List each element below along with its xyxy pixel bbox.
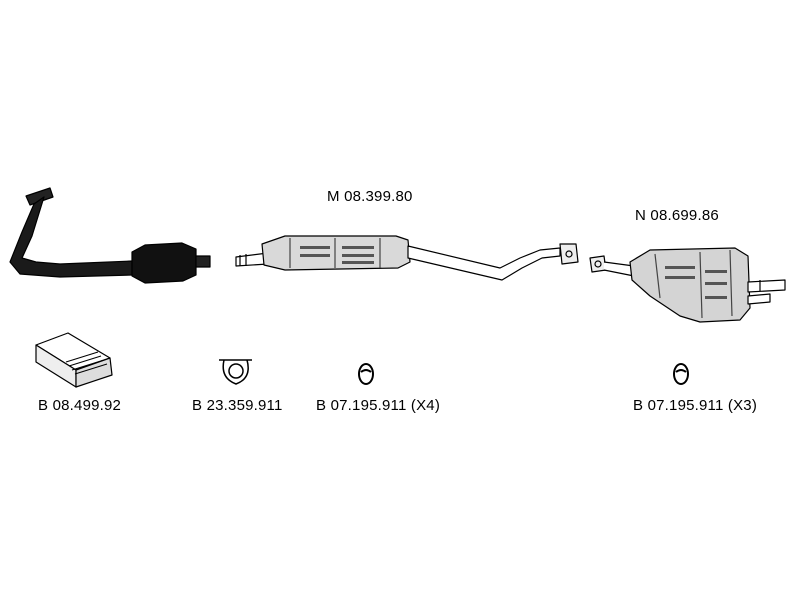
rear-silencer-label: N 08.699.86 xyxy=(635,207,719,224)
mounting-kit-label: B 08.499.92 xyxy=(38,397,122,414)
ring-x3-label: B 07.195.911 (X3) xyxy=(633,397,758,414)
clamp-label: B 23.359.911 xyxy=(192,397,283,414)
middle-silencer-label: M 08.399.80 xyxy=(327,188,413,205)
ring-x4-label: B 07.195.911 (X4) xyxy=(316,397,441,414)
